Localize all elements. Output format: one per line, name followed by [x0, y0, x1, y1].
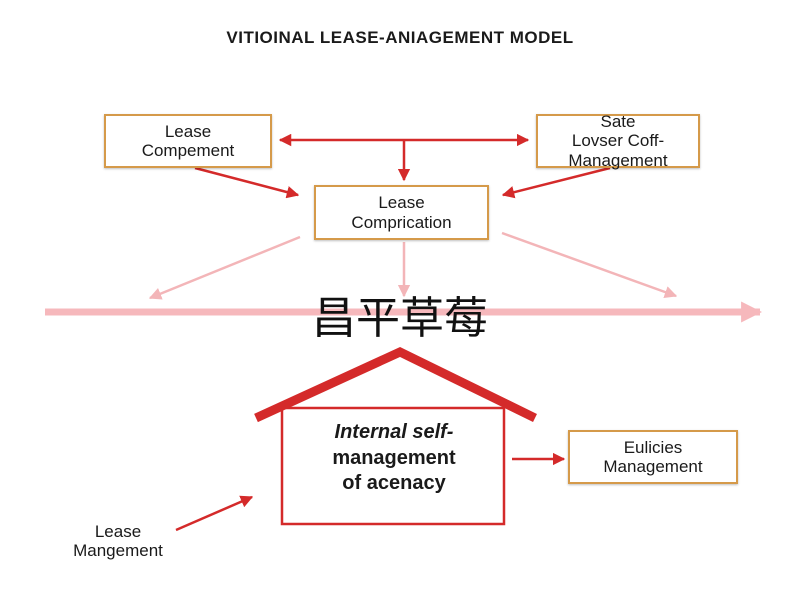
box-eulicies-management: Eulicies Management [568, 430, 738, 484]
box-label-line: Lovser Coff- [571, 131, 665, 151]
box-label-line: Comprication [351, 212, 452, 232]
box-label-line: Eulicies [623, 437, 683, 457]
watermark-text: 昌平草莓 [312, 293, 488, 344]
arrow-faded-left [148, 235, 301, 300]
box-lease-compement: Lease Compement [104, 114, 272, 168]
house-label: Internal self- management of acenacy [284, 420, 504, 497]
lease-mangement-label: Lease Mangement [38, 522, 198, 560]
house-body [280, 406, 506, 526]
box-label-line: Sate [600, 112, 636, 132]
house-label-line: of acenacy [342, 472, 446, 495]
arrow-left-to-center [194, 166, 300, 199]
house-label-line: management [332, 446, 456, 469]
box-lease-comprication: Lease Comprication [314, 185, 489, 240]
house-roof [254, 347, 537, 423]
arrow-label-to-house [175, 495, 254, 532]
box-label-line: Management [568, 150, 668, 170]
box-label-line: Lease [164, 121, 212, 141]
free-label-line: Lease [94, 522, 142, 541]
diagram-title: VITIOINAL LEASE-ANIAGEMENT MODEL [226, 28, 574, 47]
arrow-faded-right [501, 231, 678, 299]
box-sate-management: Sate Lovser Coff- Management [536, 112, 700, 170]
free-label-line: Mangement [73, 541, 163, 561]
box-label-line: Compement [141, 141, 235, 160]
house-label-line: Internal self- [334, 421, 454, 443]
box-label-line: Lease [378, 193, 425, 213]
arrow-right-to-center [501, 166, 611, 199]
box-label-line: Management [603, 457, 703, 476]
